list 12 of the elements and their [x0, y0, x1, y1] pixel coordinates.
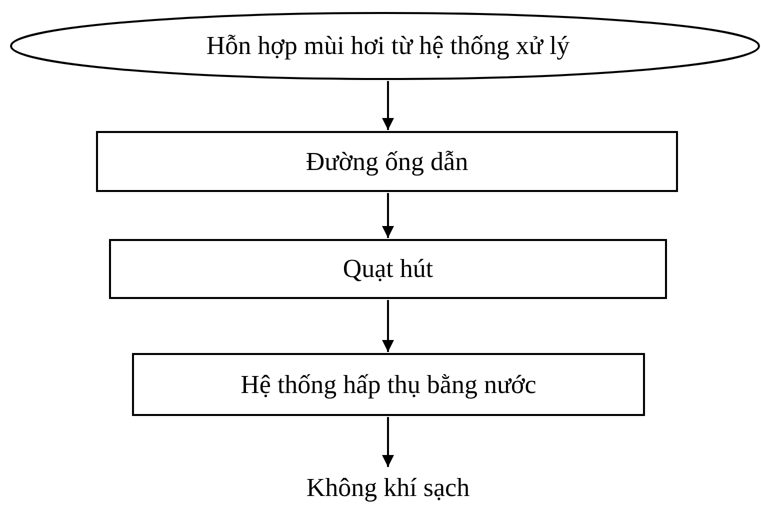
process-box — [132, 353, 645, 416]
node-label: Đường ống dẫn — [306, 146, 468, 176]
arrow — [382, 81, 394, 130]
process-box — [96, 131, 678, 192]
node-label: Quạt hút — [342, 254, 434, 284]
arrow — [382, 417, 394, 467]
arrow — [382, 300, 394, 352]
node-label: Hệ thống hấp thụ bằng nước — [240, 370, 536, 400]
node-label: Hỗn hợp mùi hơi từ hệ thống xử lý — [206, 31, 570, 61]
process-box — [109, 239, 667, 299]
arrow — [382, 193, 394, 238]
output-label: Không khí sạch — [306, 473, 470, 503]
